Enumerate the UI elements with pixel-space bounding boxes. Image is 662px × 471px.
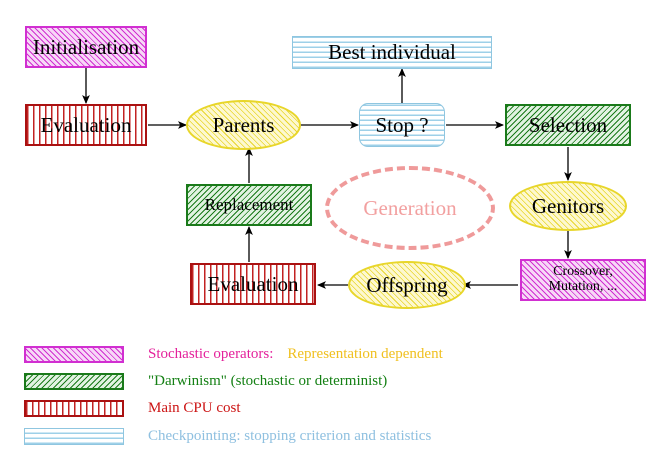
legend-row-stochastic: Stochastic operators: Representation dep… (24, 346, 443, 363)
legend-row-checkpointing: Checkpointing: stopping criterion and st… (24, 428, 431, 445)
node-evaluation-bottom[interactable]: Evaluation (190, 263, 316, 305)
node-selection[interactable]: Selection (505, 104, 631, 146)
legend-swatch-green (24, 373, 124, 390)
node-crossover-mutation[interactable]: Crossover, Mutation, ... (520, 259, 646, 301)
legend-swatch-magenta (24, 346, 124, 363)
legend-label-checkpointing: Checkpointing: stopping criterion and st… (148, 428, 432, 444)
node-genitors[interactable]: Genitors (509, 181, 627, 231)
legend-swatch-blue (24, 428, 124, 445)
legend-label-main-cpu-cost: Main CPU cost (148, 400, 241, 416)
node-evaluation-top[interactable]: Evaluation (25, 104, 147, 146)
node-replacement[interactable]: Replacement (186, 184, 312, 226)
legend-label-representation-dependent: Representation dependent (287, 346, 443, 362)
legend-row-cpu-cost: Main CPU cost (24, 400, 241, 417)
node-parents[interactable]: Parents (186, 100, 301, 150)
legend-swatch-red (24, 400, 124, 417)
generation-cycle-marker: Generation (325, 166, 495, 250)
legend-label-darwinism: "Darwinism" (stochastic or determinist) (148, 373, 388, 389)
legend-row-darwinism: "Darwinism" (stochastic or determinist) (24, 373, 387, 390)
node-best-individual[interactable]: Best individual (292, 36, 492, 69)
node-stop[interactable]: Stop ? (359, 103, 445, 147)
node-offspring[interactable]: Offspring (348, 261, 466, 309)
node-initialisation[interactable]: Initialisation (25, 26, 147, 68)
legend-label-stochastic-operators: Stochastic operators: (148, 346, 274, 362)
